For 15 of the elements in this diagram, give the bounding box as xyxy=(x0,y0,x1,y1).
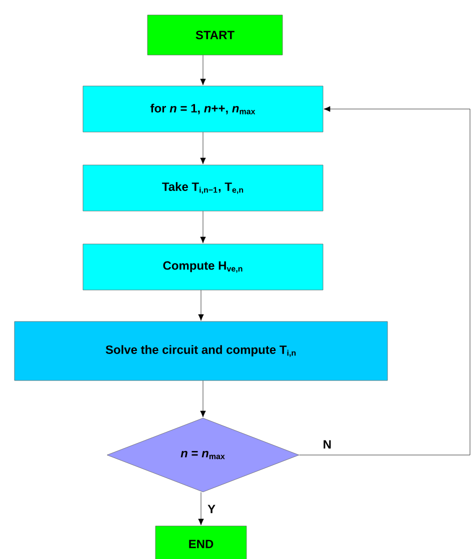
arrow xyxy=(198,492,204,526)
edge-label: Y xyxy=(208,504,216,514)
arrow xyxy=(200,55,206,86)
process-box: for n = 1, n++, n$_{max}$ xyxy=(82,86,324,132)
arrow xyxy=(200,380,206,418)
end-box: END xyxy=(155,526,247,559)
process-box: Compute H$_{ve,n}$ xyxy=(82,244,324,290)
arrow xyxy=(200,132,206,164)
process-box: Take T$_{i,n−1}$, T$_{e,n}$ xyxy=(82,164,324,212)
arrow xyxy=(198,290,204,321)
arrow xyxy=(299,106,470,456)
start-box: START xyxy=(147,14,283,56)
process-box: Solve the circuit and compute T$_{i,n}$ xyxy=(14,321,388,381)
edge-label: N xyxy=(324,440,331,448)
arrow xyxy=(200,211,206,244)
